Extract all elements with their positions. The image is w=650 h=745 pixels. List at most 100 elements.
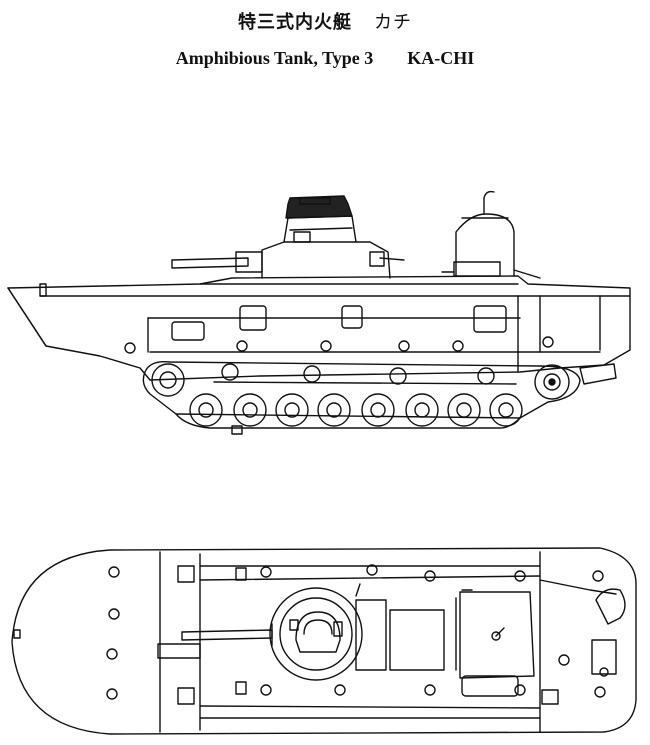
idler-hub — [159, 371, 177, 389]
japanese-title-katakana: カチ — [374, 12, 412, 33]
plan-hatch-small — [235, 681, 247, 695]
road-wheel-hub — [198, 402, 214, 418]
return-roller — [221, 363, 239, 381]
return-roller — [303, 365, 321, 383]
snorkel-base — [453, 261, 501, 277]
snorkel-body — [455, 213, 515, 277]
plan-bow-fitting — [13, 629, 21, 639]
tow-hook — [231, 425, 243, 435]
rear-fender — [579, 363, 617, 385]
plan-gun-travel-lock — [157, 643, 201, 659]
snorkel-plan-center — [491, 631, 501, 641]
rear-winch — [595, 588, 626, 625]
engine-deck-panel-2 — [389, 609, 445, 671]
plan-bolt — [334, 684, 346, 696]
track-upper-run — [213, 381, 517, 385]
cupola-top — [285, 195, 353, 219]
plan-bolt — [592, 570, 604, 582]
road-wheel-hub — [414, 402, 430, 418]
plan-hull-outline — [11, 547, 637, 735]
return-roller — [477, 367, 495, 385]
engine-deck-panel — [355, 599, 387, 671]
japanese-title-kanji: 特三式内火艇 — [238, 12, 352, 33]
snorkel-plan-housing — [459, 591, 535, 679]
side-bolt — [124, 342, 136, 354]
side-tracks — [142, 361, 617, 435]
turret-rear-fitting — [369, 251, 385, 267]
side-bolt — [236, 340, 248, 352]
plan-bolt — [260, 566, 272, 578]
road-wheel-hub — [456, 402, 472, 418]
plan-bolt — [514, 684, 526, 696]
english-title-code: KA-CHI — [407, 48, 475, 68]
plan-hatch-small — [235, 567, 247, 581]
plan-bolt — [424, 570, 436, 582]
hull-outline — [7, 275, 631, 381]
side-view — [7, 190, 631, 435]
top-view — [11, 547, 637, 735]
snorkel-pipe — [483, 190, 495, 215]
hatch-panel-4 — [473, 305, 507, 333]
english-title: Amphibious Tank, Type 3 KA-CHI — [0, 48, 650, 69]
hatch-panel-2 — [239, 305, 267, 331]
english-title-name: Amphibious Tank, Type 3 — [175, 48, 374, 68]
side-hull — [7, 275, 631, 381]
hatch-panel-3 — [341, 305, 363, 329]
cable-line — [539, 579, 617, 595]
road-wheel — [189, 393, 223, 427]
road-wheel — [361, 393, 395, 427]
cupola-band — [289, 227, 353, 231]
road-wheel — [489, 393, 523, 427]
plan-main-gun — [181, 629, 273, 641]
road-wheel-hub — [242, 402, 258, 418]
cupola-fitting — [289, 619, 299, 631]
plan-bolt — [108, 566, 120, 578]
plan-bolt — [424, 684, 436, 696]
road-wheel-hub — [326, 402, 342, 418]
sprocket-center — [548, 378, 556, 386]
turret-ring-outer — [269, 587, 363, 681]
cupola-plan — [295, 611, 341, 653]
side-snorkel — [441, 190, 541, 279]
plan-bolt — [366, 564, 378, 576]
deck-strut — [355, 583, 361, 597]
rear-box-fitting — [599, 667, 609, 677]
plan-bolt — [106, 688, 118, 700]
japanese-title: 特三式内火艇 カチ — [0, 8, 650, 34]
vision-port — [293, 231, 311, 243]
snorkel-plan-marker — [495, 627, 505, 637]
gun-mantlet — [235, 251, 263, 273]
road-wheel — [405, 393, 439, 427]
plan-bolt — [108, 608, 120, 620]
plan-track-line-top — [199, 575, 541, 581]
road-wheel — [447, 393, 481, 427]
sprocket-hub — [543, 373, 561, 391]
cupola-hatch — [303, 619, 333, 635]
plan-bolt — [594, 686, 606, 698]
plan-track-line-bottom — [199, 705, 541, 709]
bow-edge — [7, 287, 47, 347]
plan-bolt — [106, 648, 118, 660]
plan-hatch-rear — [541, 689, 559, 705]
bow-fitting — [39, 283, 47, 297]
rear-box — [591, 639, 617, 675]
turret-ring-inner — [279, 597, 353, 671]
snorkel-rear-strut — [513, 269, 541, 279]
drive-sprocket — [534, 364, 570, 400]
hatch-panel-1 — [171, 321, 205, 341]
plan-hatch — [177, 565, 195, 583]
return-roller — [389, 367, 407, 385]
turret-body — [261, 241, 391, 279]
road-wheel-hub — [284, 402, 300, 418]
road-wheel — [233, 393, 267, 427]
side-bolt — [398, 340, 410, 352]
plan-bolt — [260, 684, 272, 696]
road-wheel-hub — [498, 402, 514, 418]
cupola-fitting-right — [333, 621, 343, 637]
road-wheel — [317, 393, 351, 427]
cupola-ring — [299, 197, 331, 205]
road-wheel — [275, 393, 309, 427]
side-bolt — [320, 340, 332, 352]
side-turret — [171, 195, 405, 279]
